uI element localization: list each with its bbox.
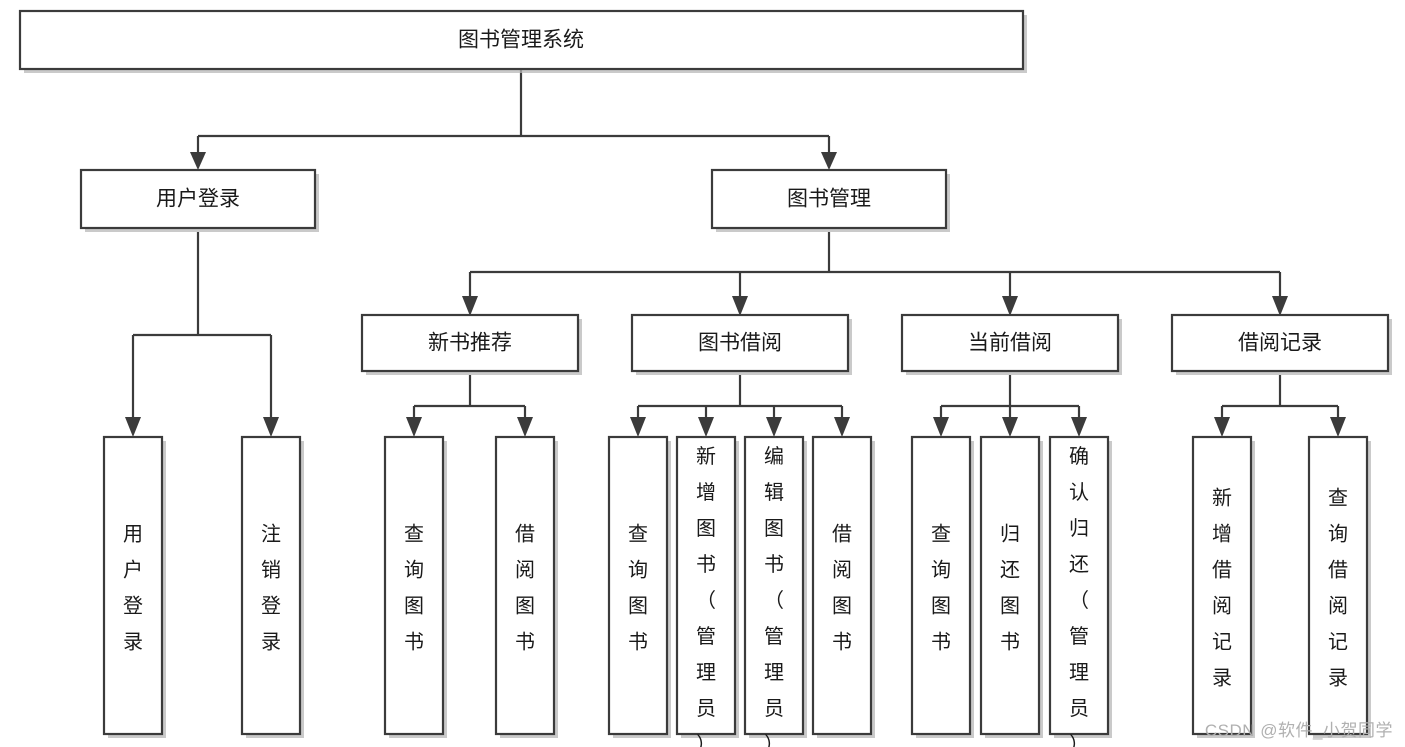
- node-book-manage-label: 图书管理: [787, 188, 871, 211]
- node-leaf-borrow-book-2-label: 借阅图书: [832, 523, 852, 654]
- node-leaf-confirm-return-label: 确认归还（管理员）: [1069, 445, 1089, 747]
- node-borrow-record[interactable]: 借阅记录: [1170, 313, 1392, 375]
- node-leaf-confirm-return[interactable]: 确认归还（管理员）: [1048, 435, 1112, 747]
- node-current-borrow-box[interactable]: [900, 313, 1120, 373]
- arrow-leaf-query-book-2: [630, 417, 646, 437]
- arrow-leaf-confirm-return: [1071, 417, 1087, 437]
- node-book-borrow-label: 图书借阅: [698, 332, 782, 355]
- node-leaf-borrow-book-1-box[interactable]: [494, 435, 556, 736]
- node-leaf-user-login-label: 用户登录: [123, 524, 143, 654]
- node-leaf-logout-label: 注销登录: [261, 523, 281, 654]
- node-leaf-query-book-3-label: 查询图书: [931, 523, 951, 654]
- node-book-manage-box[interactable]: [710, 168, 948, 230]
- node-leaf-query-book-3[interactable]: 查询图书: [910, 435, 974, 738]
- node-leaf-query-book-2-box[interactable]: [607, 435, 669, 736]
- node-new-book-recommend-box[interactable]: [360, 313, 580, 373]
- arrow-to-user-login: [190, 152, 206, 170]
- node-leaf-add-book[interactable]: 新增图书（管理员）: [675, 435, 739, 747]
- node-root-label: 图书管理系统: [458, 29, 584, 52]
- node-leaf-logout[interactable]: 注销登录: [240, 435, 304, 738]
- arrow-to-new-book-recommend: [462, 296, 478, 316]
- node-leaf-borrow-book-1[interactable]: 借阅图书: [494, 435, 558, 738]
- node-leaf-query-book-2-label: 查询图书: [628, 523, 648, 654]
- node-leaf-user-login-box[interactable]: [102, 435, 164, 736]
- arrow-leaf-return-book: [1002, 417, 1018, 437]
- arrow-leaf-query-book-3: [933, 417, 949, 437]
- node-leaf-add-record-label: 新增借阅记录: [1212, 487, 1232, 690]
- node-book-borrow-box[interactable]: [630, 313, 850, 373]
- arrow-to-book-borrow: [732, 296, 748, 316]
- node-leaf-return-book-box[interactable]: [979, 435, 1041, 736]
- arrow-leaf-edit-book: [766, 417, 782, 437]
- node-user-login[interactable]: 用户登录: [79, 168, 319, 232]
- connectors: [125, 69, 1346, 437]
- node-leaf-borrow-book-2[interactable]: 借阅图书: [811, 435, 875, 738]
- node-leaf-return-book-label: 归还图书: [1000, 523, 1020, 654]
- node-current-borrow-label: 当前借阅: [968, 332, 1052, 355]
- node-leaf-edit-book-box[interactable]: [743, 435, 805, 736]
- node-leaf-logout-box[interactable]: [240, 435, 302, 736]
- node-new-book-recommend-label: 新书推荐: [428, 332, 512, 355]
- node-root[interactable]: 图书管理系统: [18, 9, 1027, 73]
- node-leaf-query-book-1-box[interactable]: [383, 435, 445, 736]
- node-leaf-add-record[interactable]: 新增借阅记录: [1191, 435, 1255, 738]
- node-book-borrow[interactable]: 图书借阅: [630, 313, 852, 375]
- arrow-to-borrow-record: [1272, 296, 1288, 316]
- node-leaf-borrow-book-1-label: 借阅图书: [515, 523, 535, 654]
- node-leaf-add-book-label: 新增图书（管理员）: [696, 445, 716, 747]
- node-leaf-user-login[interactable]: 用户登录: [102, 435, 166, 738]
- arrow-leaf-logout: [263, 417, 279, 437]
- arrow-leaf-borrow-book-2: [834, 417, 850, 437]
- node-leaf-edit-book-label: 编辑图书（管理员）: [764, 445, 784, 747]
- node-leaf-query-book-1[interactable]: 查询图书: [383, 435, 447, 738]
- arrow-leaf-query-record: [1330, 417, 1346, 437]
- node-leaf-add-book-box[interactable]: [675, 435, 737, 736]
- arrow-leaf-query-book-1: [406, 417, 422, 437]
- arrow-leaf-add-record: [1214, 417, 1230, 437]
- node-leaf-return-book[interactable]: 归还图书: [979, 435, 1043, 738]
- node-leaf-query-record-box[interactable]: [1307, 435, 1369, 736]
- arrow-leaf-add-book: [698, 417, 714, 437]
- node-leaf-query-book-1-label: 查询图书: [404, 523, 424, 654]
- arrow-leaf-borrow-book-1: [517, 417, 533, 437]
- node-leaf-query-book-2[interactable]: 查询图书: [607, 435, 671, 738]
- node-book-manage[interactable]: 图书管理: [710, 168, 950, 232]
- arrow-to-book-manage: [821, 152, 837, 170]
- node-current-borrow[interactable]: 当前借阅: [900, 313, 1122, 375]
- node-leaf-query-book-3-box[interactable]: [910, 435, 972, 736]
- node-borrow-record-label: 借阅记录: [1238, 332, 1322, 355]
- node-leaf-query-record-label: 查询借阅记录: [1328, 487, 1348, 690]
- arrow-leaf-user-login: [125, 417, 141, 437]
- node-borrow-record-box[interactable]: [1170, 313, 1390, 373]
- node-leaf-confirm-return-box[interactable]: [1048, 435, 1110, 736]
- node-user-login-label: 用户登录: [156, 188, 240, 211]
- node-leaf-borrow-book-2-box[interactable]: [811, 435, 873, 736]
- node-user-login-box[interactable]: [79, 168, 317, 230]
- node-root-box[interactable]: [18, 9, 1025, 71]
- node-new-book-recommend[interactable]: 新书推荐: [360, 313, 582, 375]
- arrow-to-current-borrow: [1002, 296, 1018, 316]
- node-leaf-edit-book[interactable]: 编辑图书（管理员）: [743, 435, 807, 747]
- node-leaf-query-record[interactable]: 查询借阅记录: [1307, 435, 1371, 738]
- node-leaf-add-record-box[interactable]: [1191, 435, 1253, 736]
